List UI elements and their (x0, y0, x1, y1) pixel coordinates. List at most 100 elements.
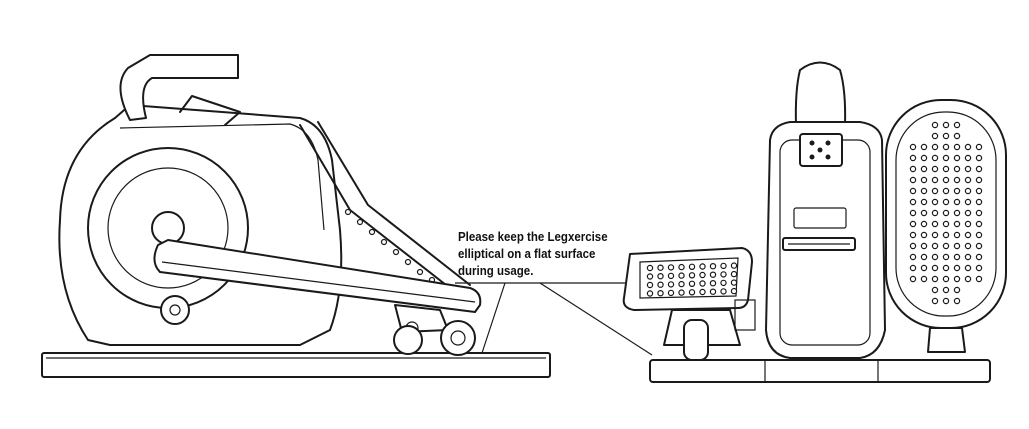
tread-dot (920, 209, 928, 217)
tread-dot (657, 281, 664, 288)
instruction-line-2: elliptical on a flat surface (458, 247, 596, 261)
tread-dot (920, 165, 928, 173)
tread-dot (667, 289, 675, 297)
tread-dot (699, 288, 706, 296)
tread-dot (931, 154, 939, 162)
tread-dot (942, 209, 950, 217)
tread-dot (975, 187, 983, 195)
elliptical-side-view-icon (41, 54, 551, 378)
tread-dot (688, 272, 696, 279)
tread-dot (909, 264, 917, 272)
tread-dot (953, 253, 961, 261)
tread-dot (931, 242, 939, 250)
instruction-line-1: Please keep the Legxercise (458, 230, 608, 244)
tread-dot (657, 273, 664, 280)
tread-dot (942, 132, 950, 140)
tread-dot (678, 272, 685, 279)
tread-dot (942, 253, 950, 261)
tread-dot (931, 231, 939, 239)
tread-dot (678, 289, 685, 296)
tread-dot (953, 198, 961, 206)
tread-dot (667, 264, 675, 271)
tread-dot (909, 220, 917, 228)
tread-dot (975, 275, 983, 283)
tread-dot (730, 270, 738, 278)
tread-dot (909, 242, 917, 250)
tread-dot (964, 264, 972, 272)
tread-dot (920, 143, 928, 151)
tread-dot (699, 280, 706, 287)
tread-dot (688, 289, 696, 296)
tread-dot (688, 280, 696, 287)
tread-dot (942, 121, 950, 129)
tread-dot (942, 242, 950, 250)
tread-dot (975, 198, 983, 206)
tread-dot (975, 143, 983, 151)
tread-dot (920, 176, 928, 184)
tread-dot (646, 281, 654, 289)
tread-dot (964, 176, 972, 184)
tread-dot (931, 297, 939, 305)
tread-dot (975, 242, 983, 250)
tread-dot (953, 176, 961, 184)
tread-dot (975, 253, 983, 261)
tread-dot (931, 121, 939, 129)
tread-dot (931, 165, 939, 173)
tread-dot (953, 143, 961, 151)
tread-dot (942, 187, 950, 195)
tread-dot (920, 242, 928, 250)
tread-dot (678, 263, 685, 271)
tread-dot (964, 154, 972, 162)
tread-dot (964, 253, 972, 261)
rear-pedal-tread (909, 121, 983, 305)
tread-dot (953, 297, 961, 305)
tread-dot (720, 279, 727, 287)
tread-dot (678, 280, 685, 288)
tread-dot (942, 220, 950, 228)
tread-dot (942, 231, 950, 239)
tread-dot (953, 165, 961, 173)
tread-dot (730, 279, 738, 286)
tread-dot (964, 165, 972, 173)
tread-dot (953, 286, 961, 294)
tread-dot (964, 143, 972, 151)
tread-dot (975, 165, 983, 173)
tread-dot (720, 271, 727, 278)
tread-dot (953, 220, 961, 228)
tread-dot (730, 287, 738, 295)
tread-dot (953, 154, 961, 162)
flat-surface-instruction: Please keep the Legxercise elliptical on… (458, 229, 642, 280)
tread-dot (646, 273, 654, 280)
tread-dot (964, 231, 972, 239)
tread-dot (942, 275, 950, 283)
tread-dot (709, 288, 717, 295)
callout-leader (455, 282, 653, 356)
tread-dot (909, 231, 917, 239)
tread-dot (975, 176, 983, 184)
tread-dot (657, 264, 664, 271)
tread-dot (931, 198, 939, 206)
tread-dot (953, 275, 961, 283)
tread-dot (964, 242, 972, 250)
tread-dot (699, 271, 706, 279)
tread-dot (953, 187, 961, 195)
instruction-line-3: during usage. (458, 264, 534, 278)
tread-dot (931, 176, 939, 184)
tread-dot (931, 264, 939, 272)
tread-dot (909, 209, 917, 217)
tread-dot (920, 264, 928, 272)
tread-dot (931, 209, 939, 217)
tread-dot (942, 154, 950, 162)
tread-dot (909, 176, 917, 184)
tread-dot (942, 264, 950, 272)
tread-dot (931, 220, 939, 228)
tread-dot (920, 198, 928, 206)
tread-dot (964, 275, 972, 283)
tread-dot (699, 263, 706, 270)
tread-dot (942, 297, 950, 305)
tread-dot (964, 209, 972, 217)
tread-dot (646, 290, 654, 297)
tread-dot (709, 263, 717, 270)
tread-dot (920, 220, 928, 228)
